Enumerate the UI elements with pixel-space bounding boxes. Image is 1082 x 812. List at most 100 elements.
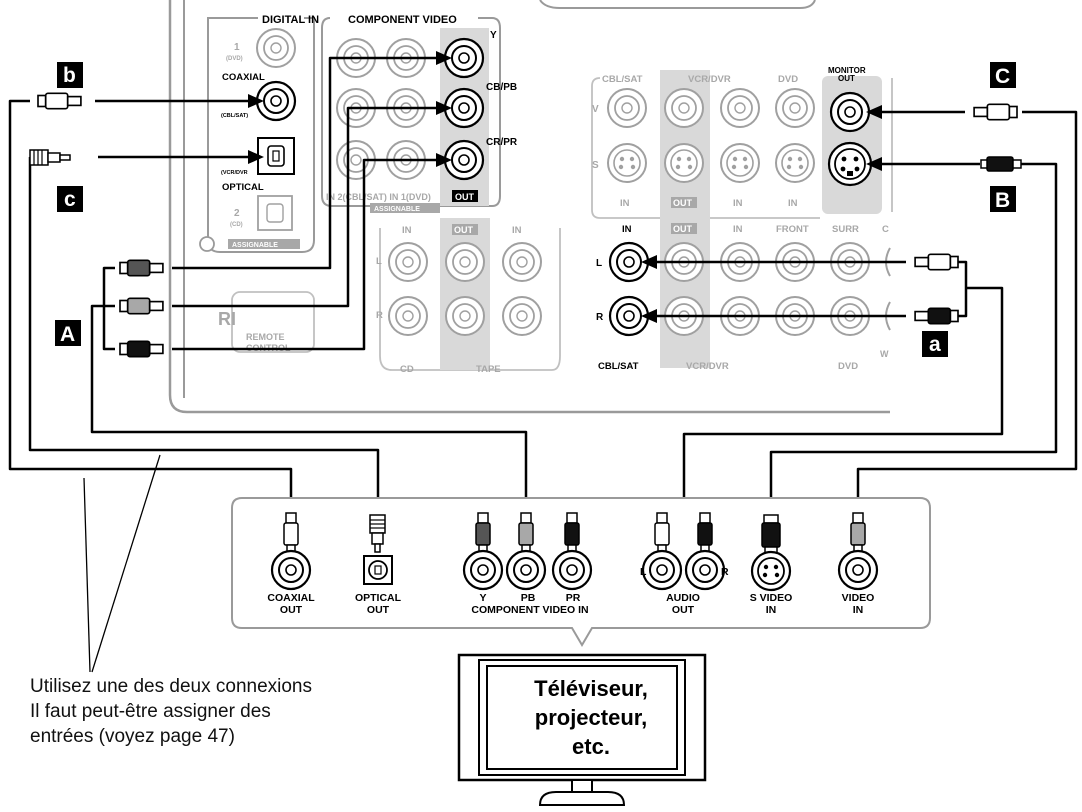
remote-control-section: REMOTE CONTROL RI <box>218 291 315 353</box>
tv-video-in-jack[interactable] <box>837 549 879 591</box>
video-v-label: V <box>592 104 599 115</box>
tape-l-label: L <box>376 256 382 267</box>
component-out-label: OUT <box>455 192 475 202</box>
optical-plug-icon <box>29 149 71 166</box>
tv-component-in-label: COMPONENT VIDEO IN <box>471 604 588 616</box>
tv-pr-label: PR <box>566 592 581 604</box>
tv-coaxial-out-label-2: OUT <box>280 604 303 616</box>
tv-coaxial-out-label: COAXIAL <box>267 592 315 604</box>
callout-b: b <box>63 64 76 87</box>
tape-r-label: R <box>376 310 383 321</box>
tv-coaxial-out-jack[interactable] <box>270 549 312 591</box>
note-line-1: Utilisez une des deux connexions <box>30 676 313 697</box>
tape-cd-section: IN OUT IN L R CD TAPE <box>376 218 561 375</box>
tv-component-pr-jack[interactable] <box>551 549 593 591</box>
tv-pb-label: PB <box>521 592 536 604</box>
callout-C-upper: C <box>995 65 1010 88</box>
component-cb-label: CB/PB <box>486 82 517 93</box>
video-row-in-3: IN <box>788 198 798 209</box>
tv-audio-r-jack[interactable] <box>684 549 726 591</box>
digital-vcr-sub: (VCR/DVR <box>221 170 248 176</box>
component-y-label: Y <box>490 30 497 41</box>
coaxial-label: COAXIAL <box>222 72 265 83</box>
audio-c-header: C <box>882 224 889 235</box>
tape-in-header-2: IN <box>512 225 522 236</box>
svideo-plug-vertical-icon <box>761 514 781 558</box>
monitor-out-svideo-jack[interactable] <box>827 141 873 187</box>
tv-audio-out-label-2: OUT <box>672 604 695 616</box>
tv-screen-line-1: Téléviseur, <box>534 676 648 701</box>
video-s-label: S <box>592 160 599 171</box>
tape-label: TAPE <box>476 364 501 375</box>
optical-in-jack-2 <box>257 195 293 231</box>
callout-a: a <box>929 333 941 356</box>
optical-plug-vertical-icon <box>369 514 386 553</box>
tv-component-y-jack[interactable] <box>462 549 504 591</box>
video-group-dvd: DVD <box>778 74 798 85</box>
tv-optical-out-label-2: OUT <box>367 604 390 616</box>
tv-audio-out-label: AUDIO <box>666 592 700 604</box>
callout-c: c <box>64 188 76 211</box>
audio-dvd-label: DVD <box>838 361 858 372</box>
video-row-in-1: IN <box>620 198 630 209</box>
video-inputs-section: CBL/SAT VCR/DVR DVD MONITOR OUT V S IN O… <box>591 66 893 220</box>
tv-video-in-label: VIDEO <box>842 592 875 604</box>
cables <box>8 56 1078 525</box>
component-video-section: COMPONENT VIDEO Y CB/PB CR/PR OUT IN 2(C… <box>321 14 518 213</box>
optical-label: OPTICAL <box>222 182 264 193</box>
tv-svideo-in-label-2: IN <box>766 604 777 616</box>
tv-screen-line-2: projecteur, <box>534 705 648 730</box>
digital-in-title: DIGITAL IN <box>262 14 319 26</box>
monitor-out-label-2: OUT <box>838 74 855 83</box>
component-video-title: COMPONENT VIDEO <box>348 14 457 26</box>
callout-B-upper: B <box>995 189 1010 212</box>
audio-surr-header: SURR <box>832 224 859 235</box>
remote-icon: RI <box>218 309 236 329</box>
tv-video-in-label-2: IN <box>853 604 864 616</box>
tv-screen-line-3: etc. <box>572 734 610 759</box>
tv-svideo-in-label: S VIDEO <box>750 592 793 604</box>
tv-y-label: Y <box>479 592 486 604</box>
tape-in-header: IN <box>402 225 412 236</box>
callout-A-upper: A <box>60 323 75 346</box>
tv-screen-text: Téléviseur, projecteur, etc. <box>500 674 682 761</box>
video-row-in-2: IN <box>733 198 743 209</box>
receiver-rear-panel <box>168 0 890 414</box>
tv-audio-l-jack[interactable] <box>641 549 683 591</box>
component-cr-label: CR/PR <box>486 137 518 148</box>
component-inputs-label: IN 2(CBL/SAT) IN 1(DVD) <box>326 192 431 202</box>
component-assignable-label: ASSIGNABLE <box>374 206 420 213</box>
digital-assignable-label: ASSIGNABLE <box>232 242 278 249</box>
tv-component-pb-jack[interactable] <box>505 549 547 591</box>
optical-in-jack[interactable] <box>257 137 295 175</box>
svideo-plug-icon <box>980 156 1022 172</box>
tv-svideo-in-jack[interactable] <box>750 550 792 592</box>
audio-cblsat-label: CBL/SAT <box>598 361 639 372</box>
cd-label: CD <box>400 364 414 375</box>
digital-jack2-sub: (CD) <box>230 222 243 228</box>
audio-vcrdvr-label: VCR/DVR <box>686 361 729 372</box>
note-line-2: Il faut peut-être assigner des <box>30 701 271 722</box>
note-line-3: entrées (voyez page 47) <box>30 726 235 747</box>
video-group-cblsat: CBL/SAT <box>602 74 643 85</box>
tv-optical-out-label: OPTICAL <box>355 592 402 604</box>
digital-jack3-sub: (CBL/SAT) <box>221 113 248 119</box>
audio-in-header: IN <box>622 224 632 235</box>
tape-out-header: OUT <box>454 225 474 235</box>
audio-front-header: FRONT <box>776 224 809 235</box>
note-pointer-lines <box>83 454 161 673</box>
audio-out-header: OUT <box>673 224 693 234</box>
tv-audio-r-label: R <box>721 566 729 578</box>
audio-inputs-section: IN OUT IN FRONT SURR C L R CBL/SAT VCR/D… <box>596 218 891 372</box>
digital-jack1-sub: (DVD) <box>226 56 243 62</box>
tv-audio-l-label: L <box>640 566 647 578</box>
monitor-out-video-jack[interactable] <box>829 91 871 133</box>
tv-optical-out-jack[interactable] <box>363 555 393 585</box>
digital-in-section: DIGITAL IN 1 (DVD) COAXIAL (CBL/SAT) (VC… <box>199 14 319 253</box>
audio-w-label: W <box>880 349 889 359</box>
audio-r-label: R <box>596 312 604 323</box>
digital-jack1-number: 1 <box>234 42 240 53</box>
connection-note: Utilisez une des deux connexions Il faut… <box>30 674 313 749</box>
tv-connection-panel: COAXIAL OUT OPTICAL OUT Y PB PR COMPONEN… <box>231 497 931 647</box>
